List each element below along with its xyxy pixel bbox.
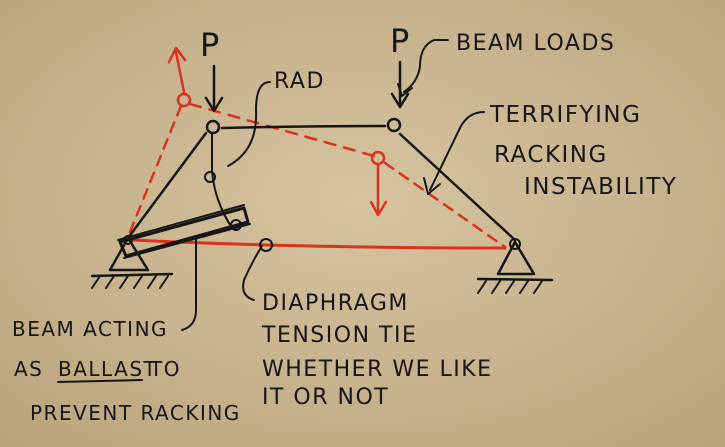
deformed-top-chord (188, 102, 376, 158)
diaphragm-label-line1: DIAPHRAGM (262, 291, 409, 316)
beam-loads-leader (403, 39, 449, 93)
diaphragm-leader (242, 245, 263, 301)
top-right-joint (386, 117, 402, 133)
right-leg (398, 132, 517, 242)
instability-label-line1: TERRIFYING (489, 102, 641, 128)
sway-arrow-up (174, 50, 186, 94)
ballast-label-line2-word: BALLAST (58, 357, 157, 381)
instability-label-line3: INSTABILITY (524, 174, 677, 200)
deformed-joint-left (176, 92, 192, 108)
rod-leader (227, 81, 271, 167)
frame-black (126, 117, 517, 242)
right-pin-support (476, 238, 554, 294)
ballast-label-line2-prefix: AS (14, 357, 43, 381)
ballast-label-line2-suffix: TO (149, 357, 181, 381)
ballast-label-line3: PREVENT RACKING (30, 401, 241, 425)
left-pin-support (90, 235, 174, 289)
ballast-label-line1: BEAM ACTING (12, 317, 168, 341)
top-left-joint (205, 119, 221, 135)
instability-leader (429, 111, 485, 191)
load-label-left: P (200, 26, 221, 64)
load-arrow-right (390, 60, 410, 109)
left-leg (126, 131, 208, 240)
diaphragm-label-line4: IT OR NOT (262, 385, 389, 410)
deformed-right-leg (383, 161, 507, 249)
instability-label-line2: RACKING (494, 142, 608, 168)
ballast-underline (57, 379, 143, 383)
deformed-joint-right (370, 150, 386, 166)
diaphragm-label-line3: WHETHER WE LIKE (262, 357, 493, 382)
top-chord (220, 124, 387, 130)
sway-arrow-up-head (167, 46, 187, 64)
rod-joint (204, 171, 216, 183)
sway-arrow-down-head (369, 200, 388, 217)
rod-label: RAD (274, 69, 325, 94)
ballast-leader (181, 239, 197, 331)
ballast-beam (117, 204, 251, 259)
deformed-left-leg (128, 99, 185, 234)
beam-end-joint (230, 219, 242, 231)
load-label-right: P (390, 22, 411, 60)
load-arrow-left (204, 64, 224, 113)
diaphragm-label-line2: TENSION TIE (261, 323, 417, 348)
beam-loads-label: BEAM LOADS (456, 31, 615, 56)
rod (211, 133, 233, 229)
